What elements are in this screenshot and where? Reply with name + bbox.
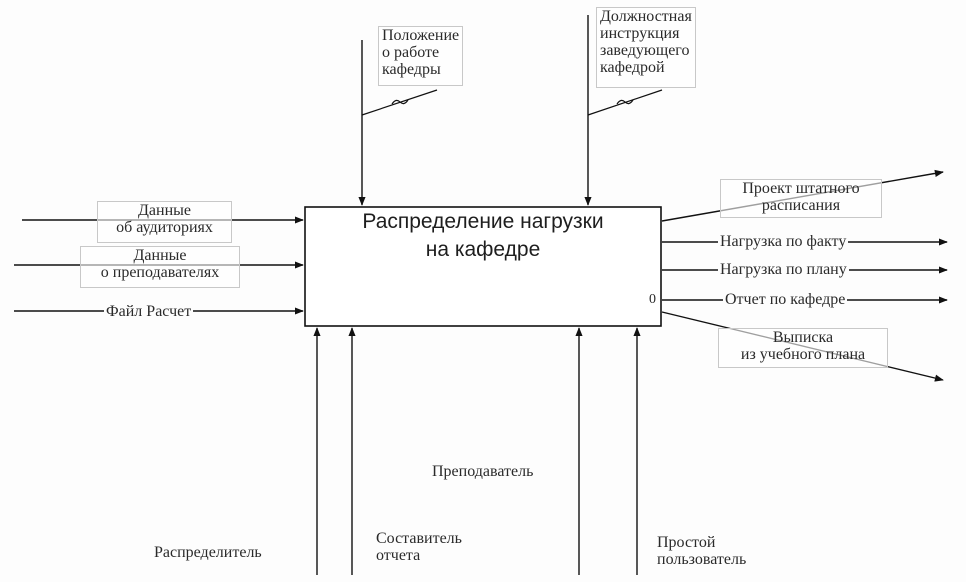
output-label-staff-project: Проект штатного расписания (720, 179, 882, 218)
label-line: Данные (133, 247, 187, 264)
input-label-teachers: Данные о преподавателях (80, 246, 240, 288)
label-line: кафедрой (600, 59, 665, 76)
output-label-curriculum-extract: Выписка из учебного плана (718, 328, 888, 368)
function-box-title: Распределение нагрузки на кафедре (306, 208, 660, 264)
mechanism-label-report-compiler: Составитель отчета (376, 530, 462, 564)
label-line: из учебного плана (740, 346, 866, 363)
control-arrow-regulation-squiggle (361, 89, 438, 116)
output-label-planned-load: Нагрузка по плану (718, 261, 849, 278)
label-line: инструкция (600, 25, 680, 42)
label-line: Данные (138, 202, 191, 219)
control-label-regulation: Положение о работе кафедры (378, 26, 464, 86)
mechanism-label-teacher: Преподаватель (432, 463, 534, 480)
control-label-instruction: Должностная инструкция заведующего кафед… (596, 7, 696, 88)
label-line: расписания (761, 197, 841, 214)
output-label-department-report: Отчет по кафедре (723, 291, 848, 308)
input-label-file: Файл Расчет (104, 303, 194, 320)
label-line: Проект штатного (742, 180, 860, 197)
label-line: кафедры (382, 61, 441, 78)
control-arrow-instruction-tilde (616, 99, 634, 105)
function-box[interactable] (304, 206, 662, 327)
mechanism-label-distributor: Распределитель (154, 544, 262, 561)
label-line: заведующего (600, 42, 690, 59)
label-line: о преподавателях (100, 264, 220, 281)
mechanism-label-simple-user: Простой пользователь (657, 534, 746, 568)
output-label-actual-load: Нагрузка по факту (718, 233, 849, 250)
label-line: отчета (376, 547, 421, 564)
input-label-auditoriums: Данные об аудиториях (97, 201, 232, 243)
label-line: Положение (382, 27, 460, 44)
function-box-title-line: на кафедре (425, 238, 541, 261)
label-line: о работе (382, 44, 440, 61)
label-line: Должностная (600, 8, 692, 25)
label-line: Составитель (376, 530, 462, 547)
label-line: Выписка (772, 329, 834, 346)
function-box-number: 0 (649, 292, 656, 307)
label-line: Простой (657, 534, 716, 551)
function-box-title-line: Распределение нагрузки (362, 210, 604, 233)
control-arrow-regulation-tilde (391, 99, 409, 105)
label-line: пользователь (657, 551, 747, 568)
label-line: об аудиториях (116, 219, 213, 236)
